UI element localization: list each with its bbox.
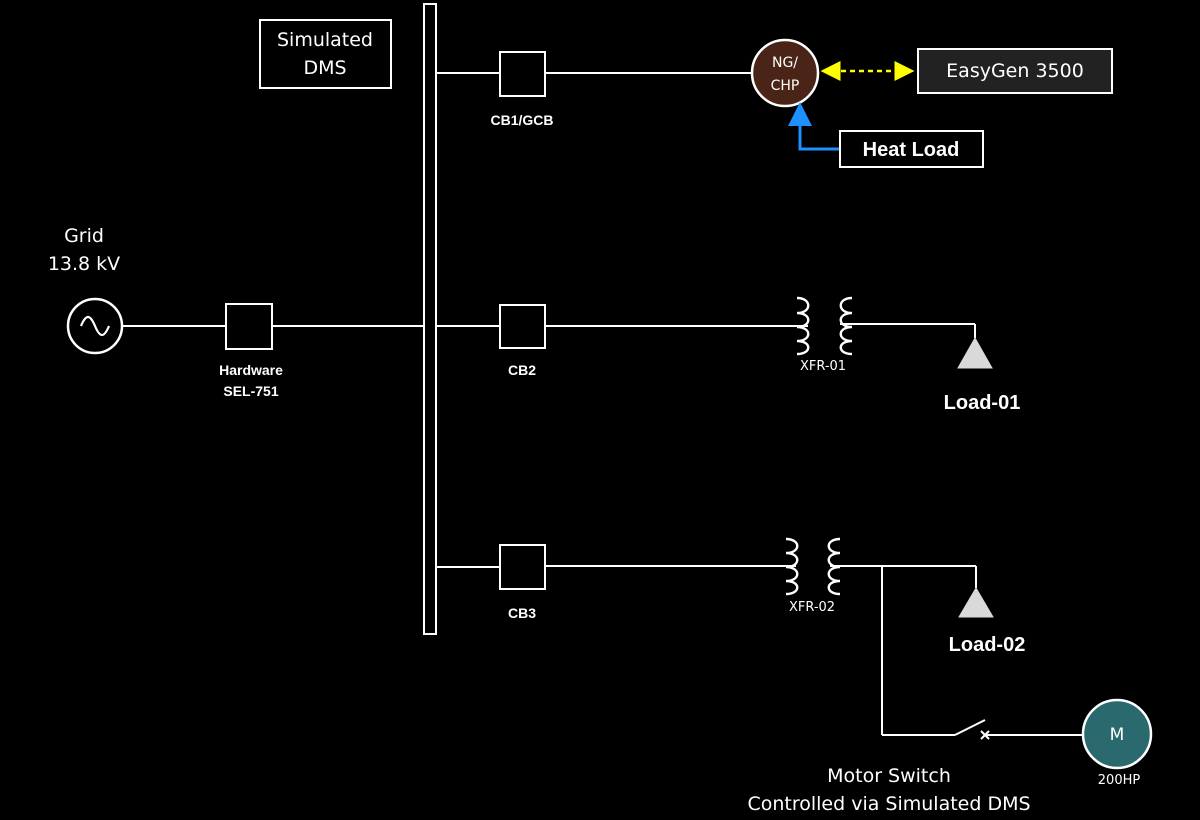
motor-icon[interactable]	[1081, 698, 1153, 770]
switch-blade-icon[interactable]	[954, 719, 986, 736]
cb3-breaker-icon[interactable]	[499, 544, 546, 590]
xfr02-label: XFR-02	[789, 600, 835, 615]
heat-load-label: Heat Load	[863, 139, 960, 161]
cb1-breaker-icon[interactable]	[499, 51, 546, 97]
sine-wave-icon	[79, 315, 111, 337]
motor-200hp[interactable]: M 200HP	[1081, 698, 1153, 788]
hardware-breaker-label-line1: Hardware	[219, 362, 283, 378]
heat-load-box[interactable]: Heat Load	[839, 130, 984, 168]
easygen-label: EasyGen 3500	[946, 60, 1084, 82]
generator-icon[interactable]	[750, 38, 820, 108]
ng-chp-generator[interactable]: NG/ CHP	[750, 38, 820, 108]
hardware-breaker-label-line2: SEL-751	[223, 383, 278, 399]
cb3-label: CB3	[508, 605, 536, 621]
heat-flow-arrow	[788, 102, 840, 151]
motor-switch[interactable]	[954, 719, 990, 740]
load01[interactable]: Load-01	[944, 336, 1021, 414]
cb1-gcb-breaker[interactable]: CB1/GCB	[490, 51, 554, 128]
xfr02-primary-coil-icon	[785, 537, 799, 596]
generator-label-line1: NG/	[772, 55, 798, 71]
load01-triangle-icon[interactable]	[957, 336, 993, 369]
hardware-breaker[interactable]: Hardware SEL-751	[219, 303, 283, 399]
cb2-label: CB2	[508, 362, 536, 378]
motor-rating-label: 200HP	[1098, 773, 1141, 788]
cb1-label: CB1/GCB	[490, 112, 553, 128]
grid-label: Grid	[64, 225, 104, 247]
load02-label: Load-02	[949, 634, 1026, 656]
easygen-controller[interactable]: EasyGen 3500	[917, 48, 1113, 94]
load01-label: Load-01	[944, 392, 1021, 414]
motor-switch-label-line2: Controlled via Simulated DMS	[747, 793, 1030, 815]
generator-label-line2: CHP	[771, 78, 800, 94]
easygen-controller-box[interactable]	[917, 48, 1113, 94]
motor-switch-label-line1: Motor Switch	[827, 765, 951, 787]
main-bus-bar	[423, 3, 437, 635]
xfr01-secondary-coil-icon	[839, 296, 853, 356]
simulated-dms-box: Simulated DMS	[259, 19, 392, 89]
cb2-breaker[interactable]: CB2	[499, 304, 546, 378]
load02-triangle-icon[interactable]	[958, 587, 994, 618]
cb3-breaker[interactable]: CB3	[499, 544, 546, 621]
xfr01-primary-coil-icon	[796, 296, 810, 356]
heat-load-rect[interactable]	[839, 130, 984, 168]
hardware-breaker-icon[interactable]	[225, 303, 273, 350]
motor-symbol: M	[1110, 725, 1125, 745]
transformer-xfr01[interactable]: XFR-01	[796, 296, 853, 374]
simulated-dms-label-line2: DMS	[303, 57, 346, 79]
simulated-dms-label-line1: Simulated	[277, 29, 373, 51]
load02[interactable]: Load-02	[949, 587, 1026, 656]
transformer-xfr02[interactable]: XFR-02	[785, 537, 841, 615]
cb2-breaker-icon[interactable]	[499, 304, 546, 349]
xfr01-label: XFR-01	[800, 359, 846, 374]
grid-voltage-label: 13.8 kV	[48, 253, 120, 275]
grid-source: Grid 13.8 kV	[48, 225, 124, 355]
